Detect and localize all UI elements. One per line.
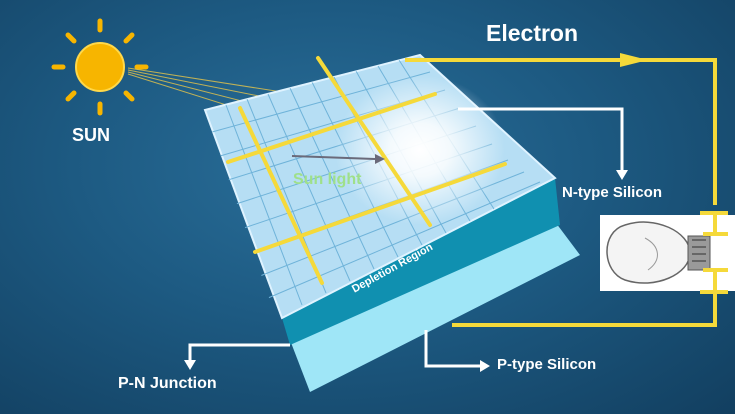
sunlight-arrow — [291, 154, 385, 164]
sunlight-label: Sun light — [293, 171, 362, 188]
light-bulb-icon — [600, 211, 735, 294]
panel-conductors — [226, 56, 507, 285]
n-type-pointer-head — [616, 170, 628, 180]
sun-label: SUN — [72, 125, 111, 145]
pn-junction-label: P-N Junction — [118, 375, 217, 392]
electron-label: Electron — [486, 20, 579, 46]
depletion-band — [282, 178, 560, 345]
p-type-pointer — [424, 330, 482, 368]
p-type-layer — [290, 215, 580, 392]
sun-icon — [51, 18, 149, 116]
n-type-pointer — [458, 107, 624, 172]
p-type-pointer-head — [480, 360, 490, 372]
n-type-label: N-type Silicon — [562, 184, 663, 201]
pn-junction-pointer-head — [184, 360, 196, 370]
top-wire — [405, 58, 717, 205]
pn-junction-pointer — [188, 343, 290, 362]
bottom-wire — [452, 290, 717, 327]
electron-arrow-icon — [620, 53, 648, 67]
p-type-label: P-type Silicon — [497, 356, 597, 373]
